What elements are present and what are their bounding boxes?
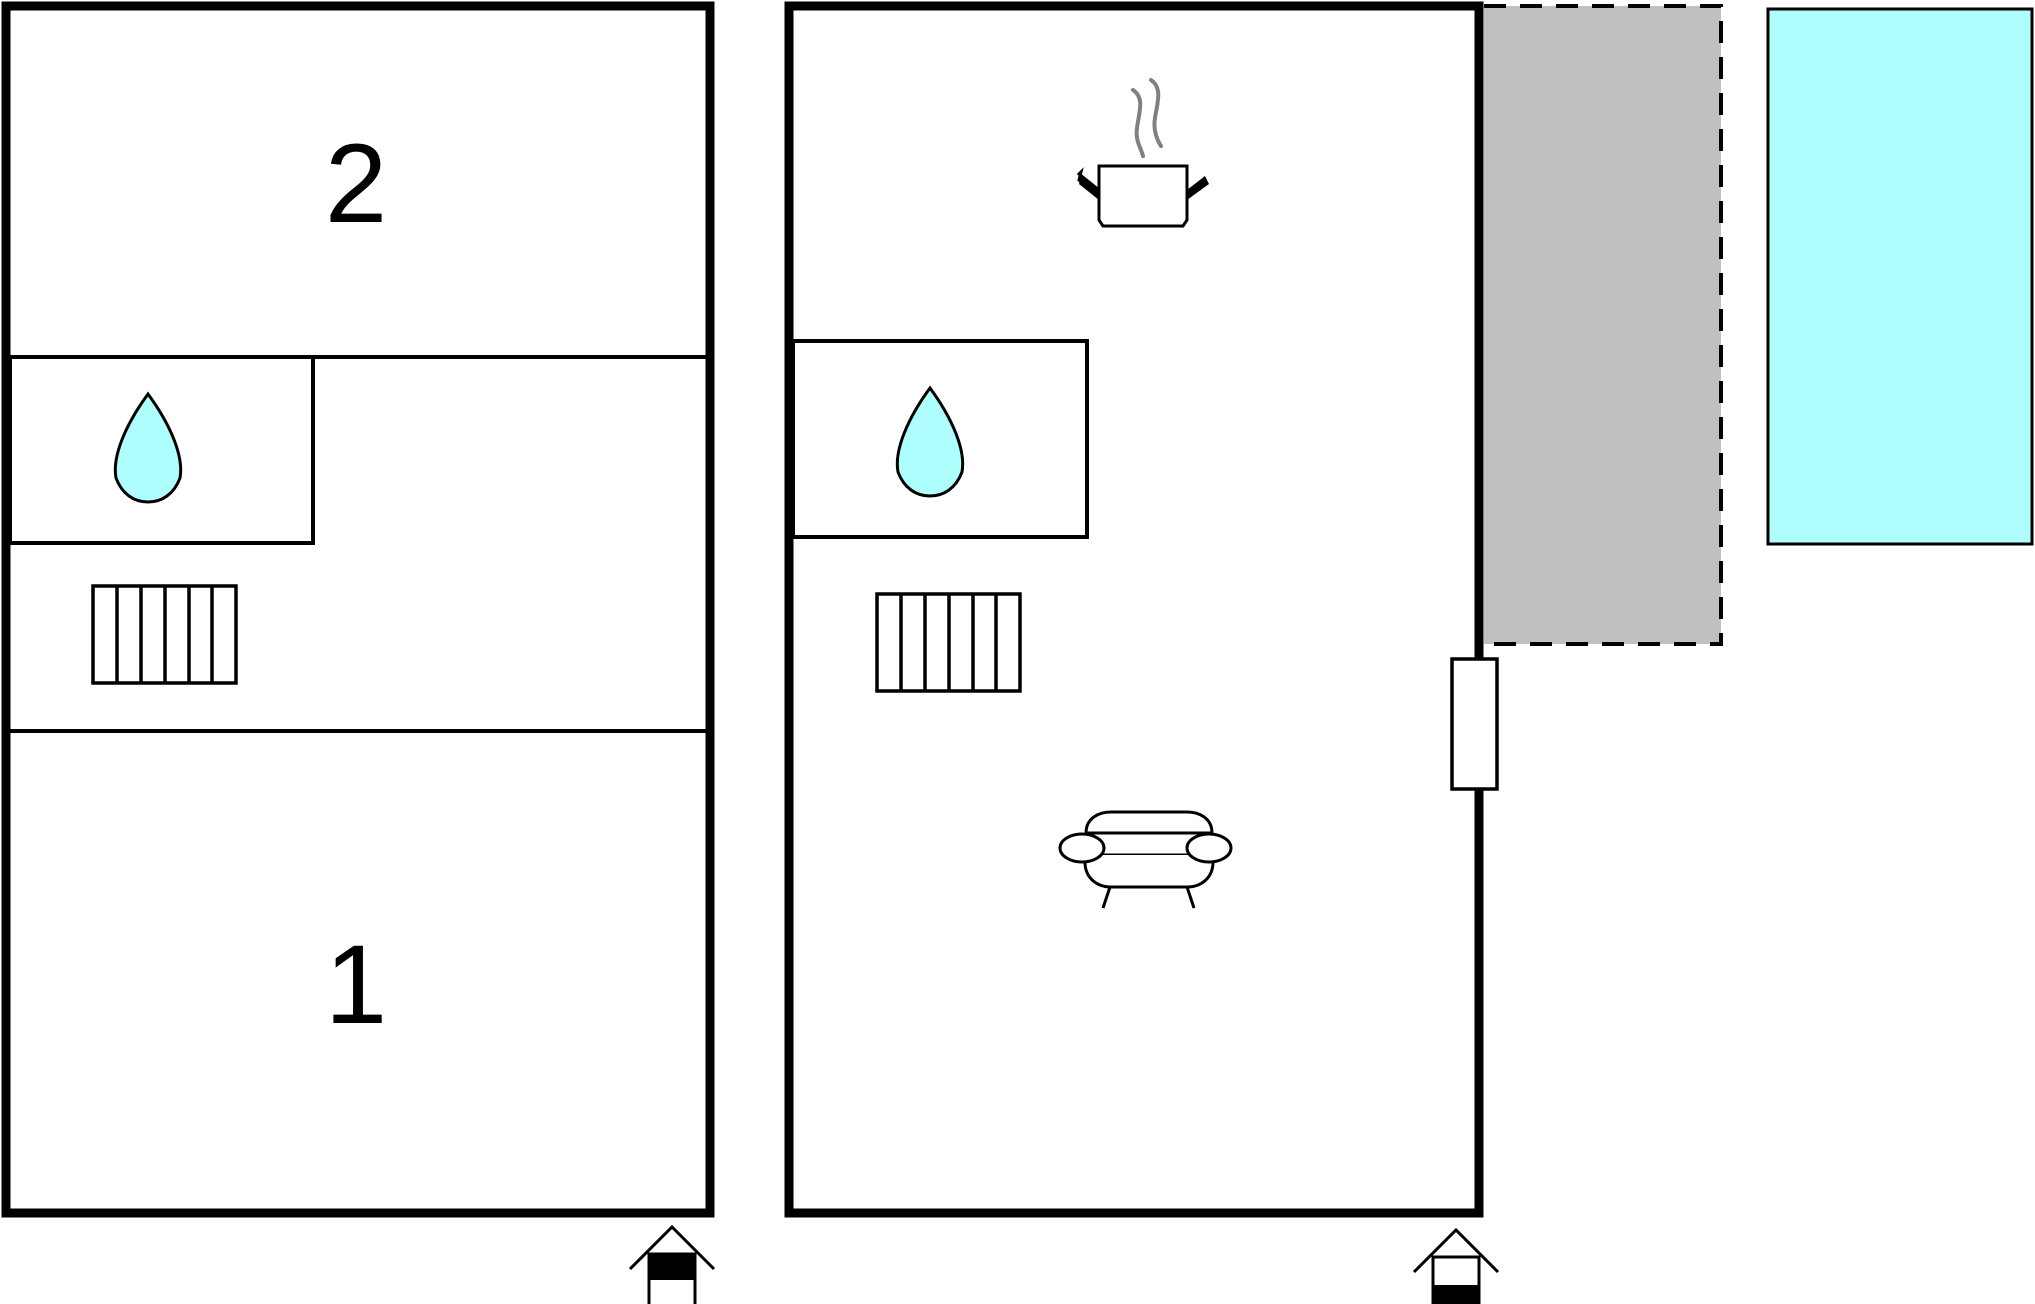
sofa-icon — [1058, 810, 1233, 909]
terrace — [1484, 6, 1721, 644]
pool — [1766, 7, 2034, 546]
bathroom-upper — [8, 355, 315, 545]
water-drop-icon — [113, 391, 183, 504]
room-label-2: 2 — [325, 121, 387, 246]
terrace-door — [1450, 657, 1499, 791]
radiator-icon — [91, 584, 238, 685]
bathroom-ground — [791, 339, 1089, 539]
entrance-arrow-icon — [628, 1224, 716, 1304]
floor-upper: 2 1 — [1, 1, 716, 1304]
cooking-pot-icon — [1076, 78, 1209, 228]
floor-ground — [784, 1, 2034, 1304]
terrace-outline — [1484, 4, 1723, 646]
entrance-arrow-icon — [1412, 1227, 1500, 1304]
radiator-icon — [875, 592, 1022, 693]
water-drop-icon — [895, 385, 965, 498]
room-label-1: 1 — [325, 922, 387, 1047]
